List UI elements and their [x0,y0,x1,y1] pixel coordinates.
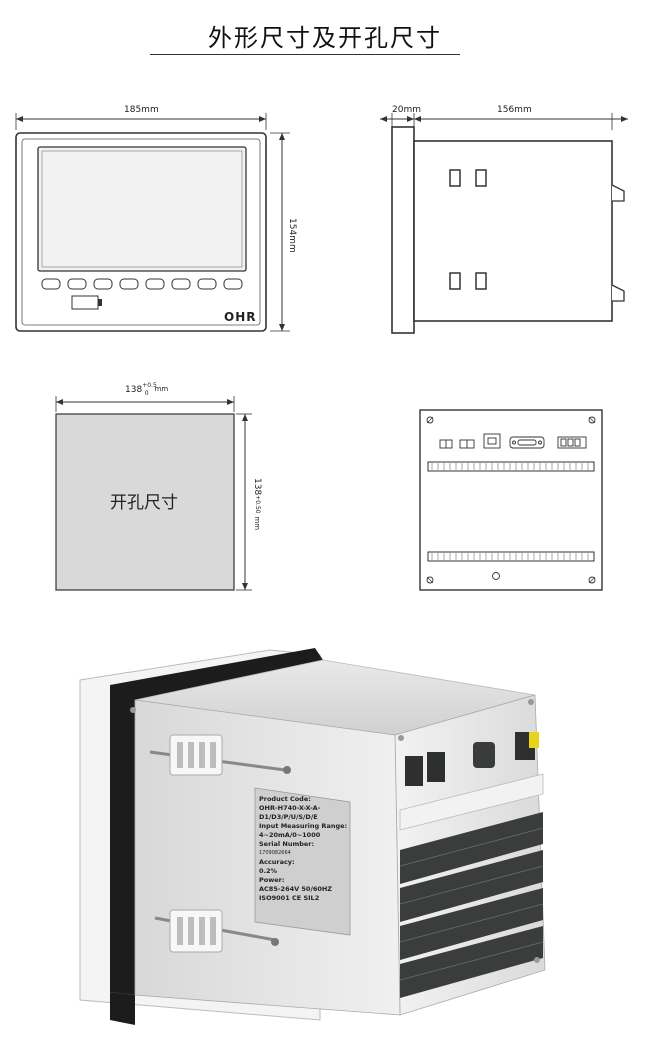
nameplate-line: Product Code: [259,795,311,803]
nameplate-line: ISO9001 CE SIL2 [259,894,320,902]
front-height-label: 154mm [287,218,297,253]
product-nameplate: Product Code: OHR-H740-X-X-A-D1/D3/P/U/S… [259,795,351,903]
nameplate-line: Input Measuring Range: [259,822,348,830]
front-view-drawing [15,113,290,332]
nameplate-line: 4~20mA/0~1000 [259,831,321,839]
front-width-label: 185mm [124,105,159,115]
side-front-depth-label: 20mm [392,105,421,115]
side-view-drawing [380,113,628,334]
cutout-width-label: 138+0.50mm [125,382,169,397]
brand-logo: OHR [224,310,257,324]
rear-view-drawing [419,409,603,591]
nameplate-line: Accuracy: [259,858,295,866]
device-photo [79,648,546,1025]
nameplate-line: OHR-H740-X-X-A-D1/D3/P/U/S/D/E [259,804,321,821]
page-title: 外形尺寸及开孔尺寸 [208,24,442,52]
title-underline [150,54,460,55]
nameplate-line: Power: [259,876,285,884]
nameplate-line: 1709082664 [259,850,291,856]
nameplate-line: AC85-264V 50/60HZ [259,885,333,893]
side-body-depth-label: 156mm [497,105,532,115]
nameplate-line: Serial Number: [259,840,315,848]
cutout-center-label: 开孔尺寸 [110,493,178,513]
cutout-height-label: 138+0.50 mm [252,478,262,531]
nameplate-line: 0.2% [259,867,278,875]
cutout-drawing [55,396,252,591]
